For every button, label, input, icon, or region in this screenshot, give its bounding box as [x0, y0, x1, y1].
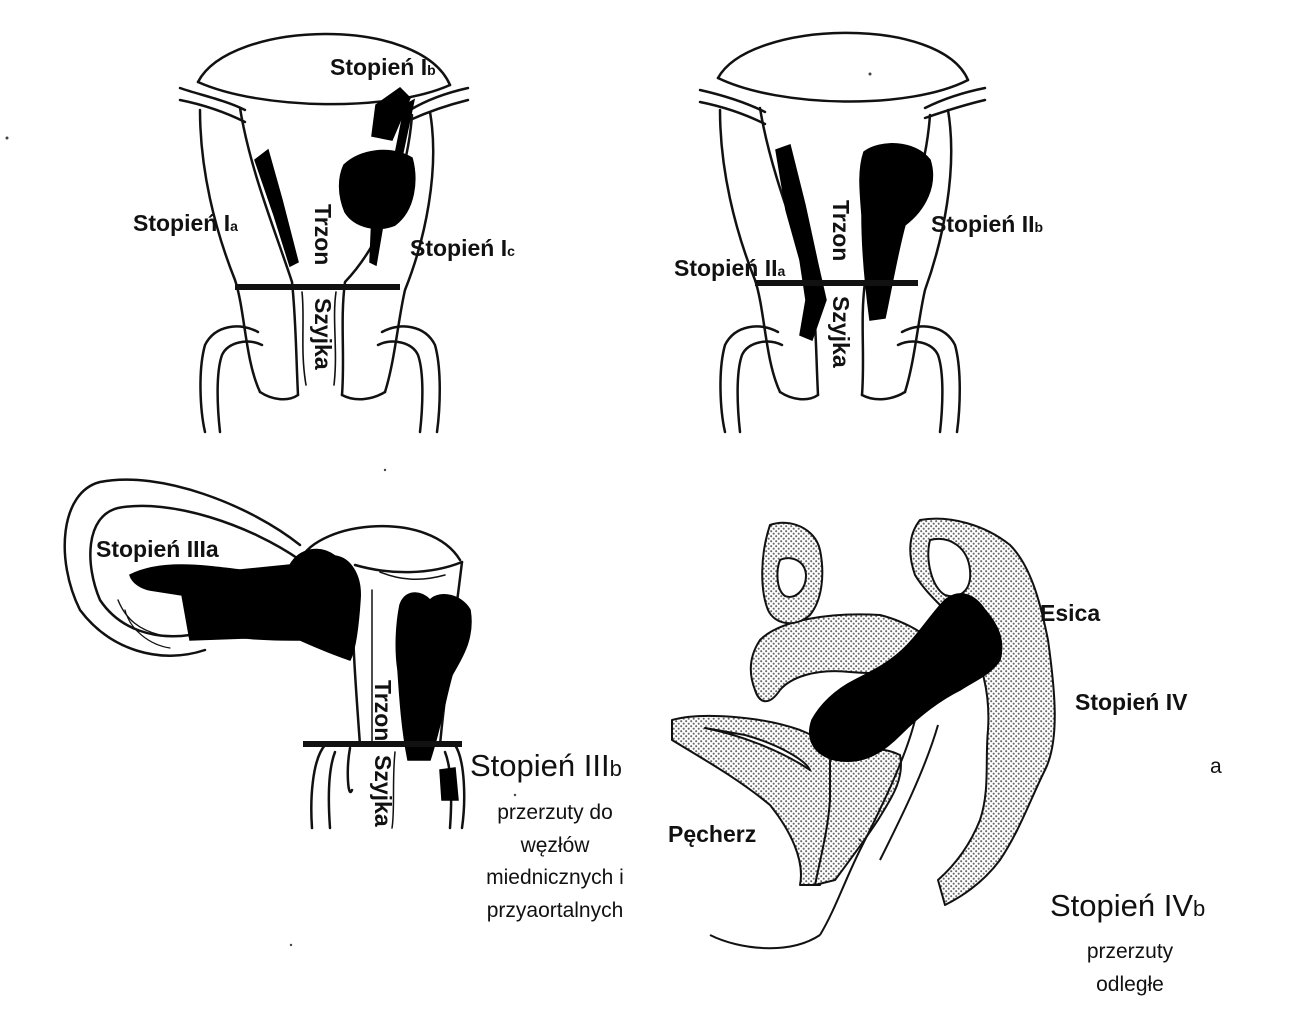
stage-ia-sub: a [230, 218, 238, 234]
stage-ib-text: Stopień I [330, 54, 428, 80]
label-body-tl: Trzon [310, 204, 336, 266]
stage-iiib-desc-line: przyaortalnych [486, 898, 624, 922]
label-cervix-tl: Szyjka [310, 298, 336, 370]
label-stage-ib: Stopień Ib [330, 56, 436, 79]
label-stage-iiia: Stopień IIIa [96, 536, 219, 562]
label-stage-iib: Stopień IIb [931, 213, 1043, 236]
label-colon: Esica [1040, 600, 1101, 626]
stage-ivb-desc-line: przerzuty [1086, 940, 1174, 963]
label-stage-ia: Stopień Ia [133, 212, 238, 235]
tumor-stage-ii [775, 143, 934, 341]
uterus-diagram-stage-i [178, 32, 470, 434]
stage-ic-sub: c [507, 243, 515, 259]
label-stage-ic: Stopień Ic [410, 237, 515, 260]
label-stage-iia: Stopień IIa [674, 257, 785, 280]
stage-iiib-sub: b [609, 756, 622, 781]
stage-ivb-sub: b [1193, 896, 1206, 921]
label-cervix-tr: Szyjka [828, 296, 854, 368]
tumor-stage-i [254, 87, 416, 268]
label-body-tr: Trzon [828, 200, 854, 262]
stage-iiib-description: przerzuty do węzłów miednicznych i przya… [460, 797, 650, 927]
stage-ivb-desc-line: odległe [1096, 972, 1164, 996]
label-stage-iiib: Stopień IIIb [470, 750, 622, 781]
label-body-bl: Trzon [370, 680, 396, 742]
stage-ia-text: Stopień I [133, 210, 231, 236]
label-stage-iv: Stopień IV [1075, 689, 1188, 715]
stage-ivb-text: Stopień IV [1050, 888, 1194, 923]
tumor-stage-iii [129, 548, 472, 801]
stage-ib-sub: b [427, 62, 436, 78]
label-stage-ivb: Stopień IVb [1050, 890, 1205, 921]
stage-iiib-text: Stopień III [470, 748, 610, 783]
stage-ic-text: Stopień I [410, 235, 508, 261]
stage-ivb-description: przerzuty odległe [1060, 936, 1200, 1001]
stage-iiib-desc-line: węzłów [520, 833, 590, 857]
tumor-stage-iv [809, 593, 1003, 762]
stage-iia-sub: a [777, 263, 786, 279]
stage-iib-text: Stopień II [931, 211, 1035, 237]
scan-specks [5, 72, 872, 947]
label-cervix-bl: Szyjka [370, 755, 396, 827]
label-bladder: Pęcherz [668, 821, 757, 847]
stage-iiib-desc-line: przerzuty do [497, 801, 613, 824]
stage-iib-sub: b [1034, 219, 1044, 235]
panel-letter: a [1210, 755, 1222, 778]
stage-iia-text: Stopień II [674, 255, 778, 281]
stage-iiib-desc-line: miednicznych i [486, 866, 624, 890]
